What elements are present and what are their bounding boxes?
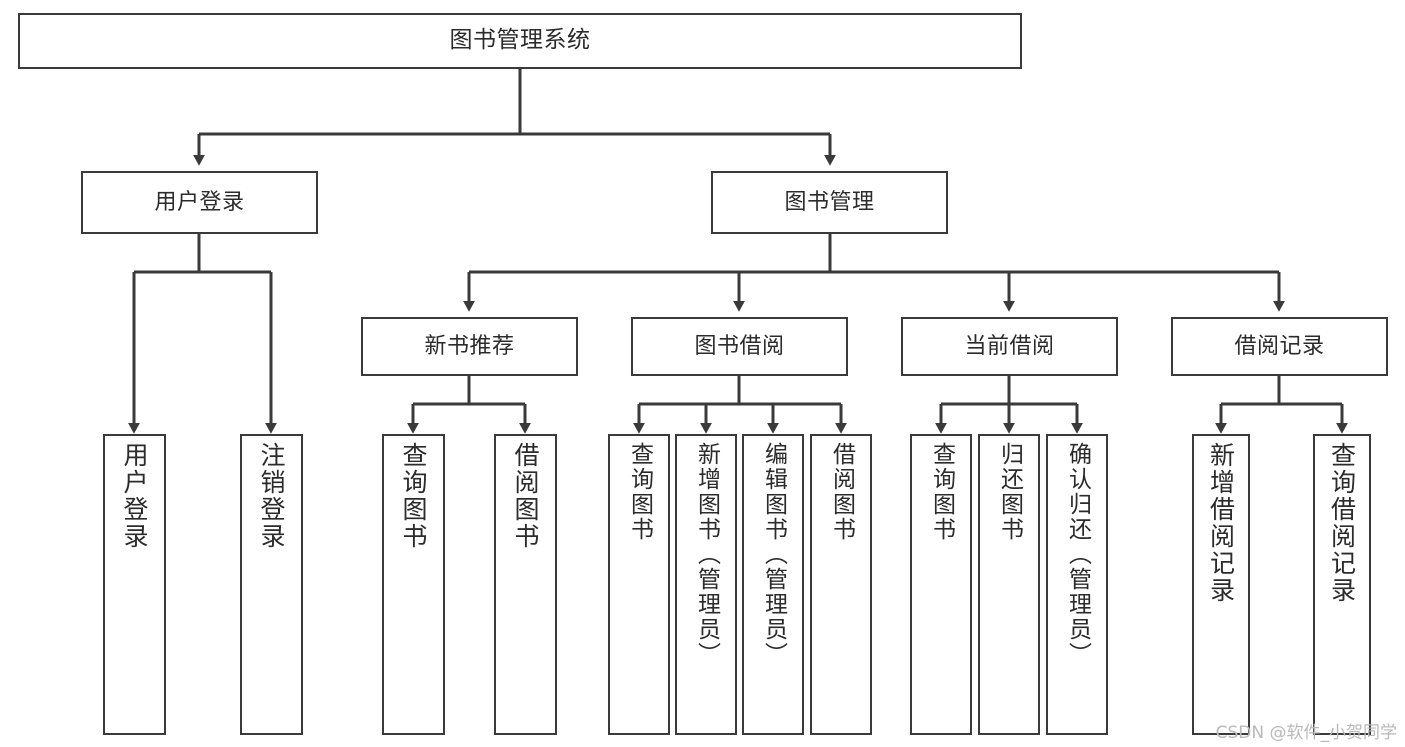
node-book-manage[interactable]: 图书管理 [711,171,948,234]
leaf-return-book[interactable]: 归还图书 [978,434,1040,735]
node-label: 查询图书 [928,442,955,542]
node-label: 新增图书（管理员） [693,442,720,667]
node-root-system[interactable]: 图书管理系统 [18,13,1022,69]
node-label: 用户登录 [154,189,245,215]
node-label: 用户登录 [120,442,149,550]
node-label: 借阅图书 [511,442,540,550]
leaf-add-borrow-record[interactable]: 新增借阅记录 [1192,434,1250,735]
leaf-edit-book-admin[interactable]: 编辑图书（管理员） [742,434,804,735]
node-current-borrow[interactable]: 当前借阅 [901,317,1118,376]
node-label: 当前借阅 [964,333,1055,359]
leaf-query-book-current[interactable]: 查询图书 [910,434,972,735]
node-label: 新书推荐 [424,333,515,359]
leaf-add-book-admin[interactable]: 新增图书（管理员） [675,434,737,735]
node-label: 查询图书 [626,442,653,542]
leaf-borrow-book-recommend[interactable]: 借阅图书 [494,434,557,735]
node-label: 借阅记录 [1234,333,1325,359]
node-label: 借阅图书 [828,442,855,542]
node-label: 查询借阅记录 [1327,442,1357,604]
leaf-user-login[interactable]: 用户登录 [103,434,166,735]
node-label: 新增借阅记录 [1206,442,1236,604]
node-book-borrow[interactable]: 图书借阅 [631,317,848,376]
leaf-logout[interactable]: 注销登录 [240,434,303,735]
leaf-query-book-recommend[interactable]: 查询图书 [382,434,445,735]
leaf-query-book-borrow[interactable]: 查询图书 [608,434,670,735]
node-label: 归还图书 [996,442,1023,542]
leaf-borrow-book[interactable]: 借阅图书 [810,434,872,735]
csdn-watermark: CSDN @软件_小贺同学 [1215,723,1397,743]
node-label: 图书管理 [784,189,875,215]
leaf-query-borrow-record[interactable]: 查询借阅记录 [1313,434,1371,735]
node-label: 图书借阅 [694,333,785,359]
node-label: 注销登录 [257,442,286,550]
node-user-login[interactable]: 用户登录 [81,171,318,234]
node-new-book-recommend[interactable]: 新书推荐 [361,317,578,376]
leaf-confirm-return-admin[interactable]: 确认归还（管理员） [1046,434,1108,735]
node-label: 图书管理系统 [449,27,591,54]
node-borrow-record[interactable]: 借阅记录 [1171,317,1388,376]
node-label: 确认归还（管理员） [1064,442,1091,667]
node-label: 查询图书 [399,442,428,550]
node-label: 编辑图书（管理员） [760,442,787,667]
